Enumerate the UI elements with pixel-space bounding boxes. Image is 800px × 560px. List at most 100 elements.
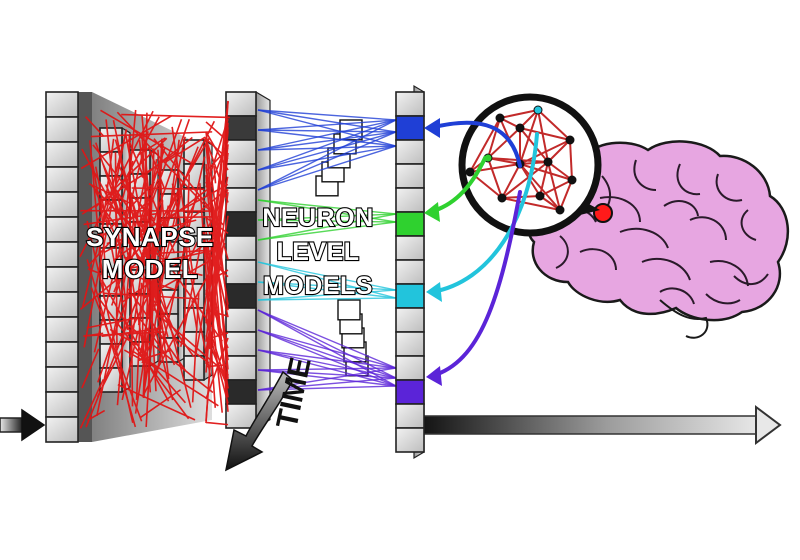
column-cell xyxy=(395,115,425,141)
column-cell xyxy=(45,316,79,343)
synapse-label-line2: MODEL xyxy=(102,254,198,284)
synapse-line xyxy=(80,188,228,310)
neuron-line xyxy=(257,131,397,151)
neuron-line xyxy=(257,297,397,301)
neuron-line xyxy=(257,109,397,147)
output-layer-column xyxy=(395,84,425,460)
column-cell xyxy=(395,187,425,213)
column-cell xyxy=(45,341,79,368)
synapse-line xyxy=(205,101,229,296)
synapse-line xyxy=(154,156,206,381)
synapse-line xyxy=(86,316,142,329)
lens-edge xyxy=(547,161,573,181)
synapse-line xyxy=(205,189,229,232)
column-cell xyxy=(395,355,425,381)
neuron-line xyxy=(257,131,397,171)
synapse-line xyxy=(87,268,119,282)
column-cell xyxy=(45,391,79,418)
synapse-line xyxy=(205,421,229,426)
synapse-line xyxy=(141,112,148,353)
synapse-line xyxy=(191,292,200,403)
neuron-model-box xyxy=(337,299,361,321)
synapse-line xyxy=(94,166,129,331)
lens-edge xyxy=(537,109,549,163)
synapse-line xyxy=(89,140,106,299)
column-cell xyxy=(45,366,79,393)
synapse-line xyxy=(205,174,229,412)
neuron-line xyxy=(257,213,397,241)
synapse-line xyxy=(150,296,195,358)
synapse-line xyxy=(205,127,229,421)
column-cell xyxy=(225,91,257,117)
lens-edge xyxy=(539,161,549,197)
synapse-line xyxy=(79,378,105,429)
lens-node xyxy=(515,123,525,133)
lens-node xyxy=(465,167,475,177)
neuron-line xyxy=(257,213,397,221)
lens-edge xyxy=(547,139,571,163)
column-cell xyxy=(395,331,425,357)
synapse-line xyxy=(79,110,154,258)
lens-edge xyxy=(519,127,571,141)
synapse-line xyxy=(94,181,156,245)
column-cell xyxy=(225,259,257,285)
synapse-line xyxy=(114,139,152,269)
neuron-line xyxy=(257,367,397,371)
column-cell xyxy=(395,91,425,117)
lens-node xyxy=(535,191,545,201)
synapse-line xyxy=(116,209,136,406)
synapse-line xyxy=(191,300,198,330)
column-side xyxy=(255,90,271,430)
neuron-line xyxy=(257,309,397,369)
column-cell xyxy=(225,283,257,309)
synapse-line xyxy=(101,279,170,402)
neuron-line xyxy=(257,281,397,299)
neuron-level-models-label: NEURON LEVEL MODELS xyxy=(261,203,374,301)
neuron-line xyxy=(257,119,397,171)
column-cell xyxy=(395,211,425,237)
lens-edge xyxy=(487,117,501,159)
synapse-connections xyxy=(79,100,230,429)
lens-node xyxy=(555,205,565,215)
synapse-line xyxy=(121,330,139,401)
lens-edge xyxy=(487,127,521,159)
input-arrow-icon xyxy=(0,408,46,442)
synapse-line xyxy=(153,138,223,224)
time-label: TIME xyxy=(271,354,318,431)
neuron-line xyxy=(257,145,397,151)
lens-node xyxy=(533,105,543,115)
synapse-line xyxy=(139,136,186,356)
synapse-line xyxy=(205,147,229,173)
synapse-line xyxy=(205,139,229,203)
neuron-line xyxy=(257,119,397,191)
column-cell xyxy=(395,235,425,261)
synapse-line xyxy=(142,137,211,252)
neuron-line xyxy=(257,329,397,369)
column-cell xyxy=(225,187,257,213)
neuron-line xyxy=(257,119,397,131)
neuron-line xyxy=(257,349,397,369)
neuron-line xyxy=(257,109,397,121)
neuron-line xyxy=(257,145,397,191)
synapse-line xyxy=(205,140,229,197)
synapse-line xyxy=(99,198,106,267)
column-cell xyxy=(225,163,257,189)
synapse-line xyxy=(81,150,180,215)
column-cell xyxy=(395,259,425,285)
synapse-line xyxy=(121,109,137,255)
synapse-line xyxy=(110,147,166,306)
synapse-line xyxy=(127,118,183,270)
synapse-line xyxy=(90,287,143,422)
column-cell xyxy=(395,307,425,333)
column-cell xyxy=(45,241,79,268)
column-cell xyxy=(45,291,79,318)
column-cell xyxy=(45,91,79,118)
synapse-line xyxy=(132,350,219,407)
lens-node xyxy=(495,113,505,123)
lens-edge xyxy=(519,109,539,165)
neuron-label-line1: NEURON xyxy=(262,204,373,232)
synapse-line xyxy=(164,136,206,163)
synapse-line xyxy=(93,131,149,353)
synapse-line xyxy=(90,131,213,138)
